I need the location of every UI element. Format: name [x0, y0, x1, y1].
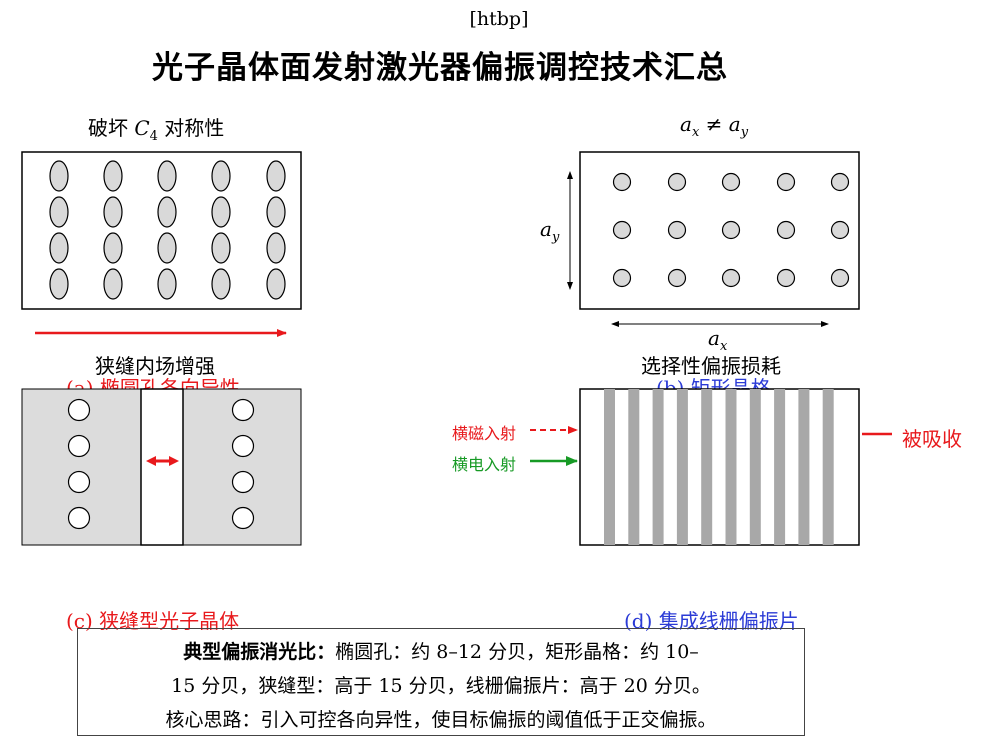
slot-crystal-holes [67, 398, 255, 530]
panel-a-heading: 破坏 C4 对称性 [88, 116, 225, 144]
slot-hole [67, 470, 91, 494]
lattice-hole [776, 172, 796, 192]
lattice-hole [830, 220, 850, 240]
grid-bar [604, 389, 615, 545]
elliptical-hole [266, 160, 286, 192]
slot-hole [67, 398, 91, 422]
lattice-hole [776, 268, 796, 288]
grid-bar [725, 389, 737, 545]
axis-label-ax: ax [708, 326, 728, 354]
elliptical-hole [211, 268, 231, 300]
tm-incident-label: 横磁入射 [452, 424, 517, 443]
elliptical-hole [103, 232, 123, 264]
slot-hole [231, 506, 255, 530]
grid-bar [701, 389, 713, 545]
elliptical-hole [157, 196, 177, 228]
grid-bar [822, 389, 834, 545]
elliptical-hole [266, 268, 286, 300]
elliptical-hole [157, 160, 177, 192]
elliptical-hole [157, 232, 177, 264]
elliptical-hole [103, 268, 123, 300]
slot-hole [67, 506, 91, 530]
elliptical-hole [157, 268, 177, 300]
lattice-hole [612, 268, 632, 288]
elliptical-hole [266, 232, 286, 264]
summary-box: 典型偏振消光比：椭圆孔：约 8–12 分贝，矩形晶格：约 10– 15 分贝，狭… [77, 628, 805, 736]
panel-a-figure [21, 151, 302, 337]
grid-bar [774, 389, 786, 545]
grid-bar [652, 389, 664, 545]
grid-bar [798, 389, 810, 545]
axis-label-ay: ay [540, 217, 560, 245]
elliptical-hole [49, 196, 69, 228]
elliptical-hole [49, 268, 69, 300]
lattice-hole [667, 268, 687, 288]
slot-hole [231, 398, 255, 422]
summary-line-1: 典型偏振消光比：椭圆孔：约 8–12 分贝，矩形晶格：约 10– [183, 641, 699, 663]
elliptical-hole [103, 160, 123, 192]
elliptical-hole [266, 196, 286, 228]
lattice-hole [830, 268, 850, 288]
lattice-hole [612, 172, 632, 192]
lattice-hole [667, 220, 687, 240]
elliptical-hole-array [49, 160, 286, 300]
caption-d: (d) 集成线栅偏振片 [624, 609, 799, 633]
elliptical-hole [211, 160, 231, 192]
grid-bar [749, 389, 761, 545]
lattice-hole [776, 220, 796, 240]
slot-region [140, 388, 184, 546]
panel-b-figure [567, 151, 860, 327]
panel-d-heading: 选择性偏振损耗 [641, 354, 781, 378]
elliptical-hole [49, 160, 69, 192]
rectangular-lattice-holes [612, 172, 850, 288]
slot-hole [231, 434, 255, 458]
float-spec: [htbp] [469, 8, 529, 30]
slot-hole [67, 434, 91, 458]
lattice-hole [612, 220, 632, 240]
lattice-hole [721, 172, 741, 192]
elliptical-hole [211, 232, 231, 264]
summary-line-2: 15 分贝，狭缝型：高于 15 分贝，线栅偏振片：高于 20 分贝。 [171, 675, 711, 697]
grid-bar [676, 389, 688, 545]
page-title: 光子晶体面发射激光器偏振调控技术汇总 [152, 50, 728, 86]
slot-hole [231, 470, 255, 494]
lattice-hole [721, 220, 741, 240]
caption-c: (c) 狭缝型光子晶体 [66, 609, 240, 633]
elliptical-hole [211, 196, 231, 228]
te-incident-label: 横电入射 [452, 455, 517, 474]
panel-d-frame [579, 388, 860, 546]
grid-bar [628, 389, 640, 545]
wire-grid-bars [604, 389, 834, 545]
elliptical-hole [49, 232, 69, 264]
lattice-hole [667, 172, 687, 192]
lattice-hole [721, 268, 741, 288]
panel-d-figure [530, 388, 892, 546]
panel-c-figure [21, 388, 302, 546]
panel-c-heading: 狭缝内场增强 [95, 354, 215, 378]
lattice-hole [830, 172, 850, 192]
panel-b-heading: ax ≠ ay [680, 112, 749, 140]
summary-line-3: 核心思路：引入可控各向异性，使目标偏振的阈值低于正交偏振。 [165, 709, 717, 731]
absorbed-label: 被吸收 [902, 427, 962, 451]
elliptical-hole [103, 196, 123, 228]
